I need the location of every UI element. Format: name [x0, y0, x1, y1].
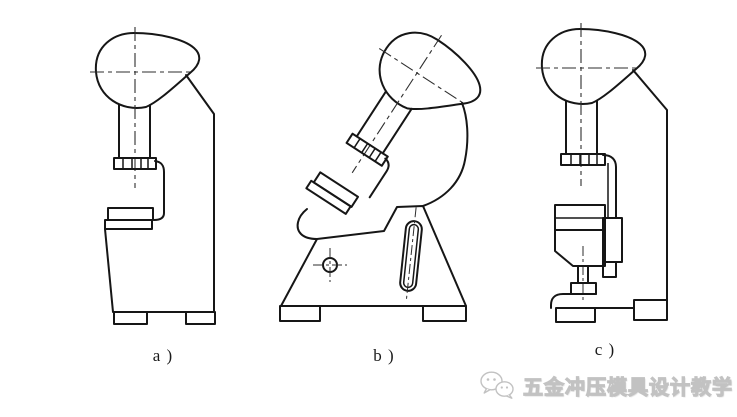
slide-plate-upper [107, 207, 154, 221]
adjusting-collar [345, 132, 389, 167]
head-centerline-cross [378, 48, 466, 105]
foot-right [422, 305, 467, 322]
figure-label-c: c ) [594, 340, 616, 359]
flywheel-head [94, 32, 201, 109]
foot-right [633, 299, 668, 321]
foot-left [279, 305, 321, 322]
tilted-head-assembly [305, 31, 482, 215]
ram [118, 104, 151, 159]
pivot-centerlines [313, 248, 347, 282]
collar-ticks [122, 158, 149, 169]
collar-ticks [353, 138, 382, 162]
adjustment-slot [399, 207, 423, 302]
adjusting-collar [560, 153, 606, 166]
upper-die-block [554, 229, 606, 267]
slide-plate-upper [312, 171, 360, 208]
figure-press-with-die [536, 23, 668, 323]
figure-press-inclined [279, 31, 482, 322]
guide-plate-step [602, 261, 617, 278]
ram-centerline [351, 34, 442, 174]
wechat-icon [480, 371, 514, 399]
connecting-strap-outer [602, 154, 617, 219]
watermark-text: 五金冲压模具设计教学 [522, 376, 733, 399]
ram [355, 90, 413, 155]
foot-left [113, 311, 148, 325]
ram-strap [368, 157, 390, 199]
figure-label-b: b ) [373, 346, 395, 365]
watermark: 五金冲压模具设计教学 [479, 370, 733, 400]
collar-ticks [570, 154, 598, 165]
table-bracket [550, 293, 597, 309]
figure-label-a: a ) [152, 346, 174, 365]
punch [577, 265, 589, 284]
foot-left [555, 307, 596, 323]
slide-plate-lower [305, 179, 352, 215]
slot-outer [399, 220, 423, 292]
ram [565, 100, 598, 155]
frame-right-edge [632, 69, 668, 301]
adjusting-collar [113, 157, 157, 170]
body-right-edge [422, 102, 469, 207]
figure-press-upright [90, 27, 216, 325]
slot-centerline [405, 207, 417, 302]
flywheel-head [540, 28, 647, 105]
ram-strap [153, 160, 165, 221]
tilting-base [280, 205, 467, 307]
frame-body [104, 74, 215, 313]
slide-plate-lower [104, 219, 153, 230]
flywheel-head [378, 31, 482, 111]
body-left-edge [296, 208, 318, 240]
foot-right [185, 311, 216, 325]
